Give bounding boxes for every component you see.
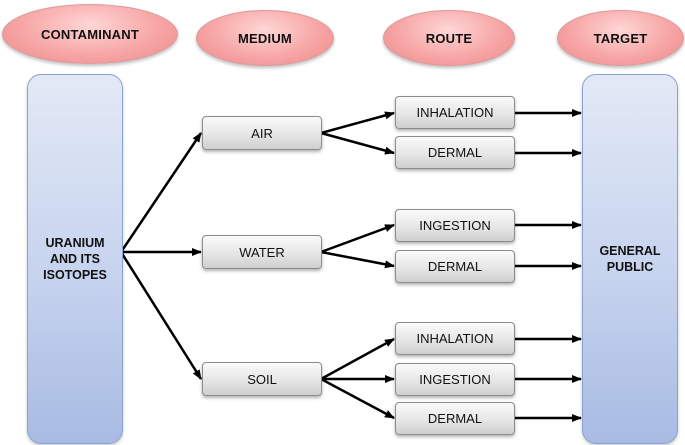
route-air-inhalation: INHALATION [395,96,515,129]
target-line-2: PUBLIC [606,260,654,274]
header-medium: MEDIUM [196,10,334,66]
target-label: GENERAL PUBLIC [599,243,660,275]
medium-soil: SOIL [202,362,322,396]
arrow-soil-to-dermal [320,377,395,420]
arrow-water-to-dermal [320,250,395,269]
route-soil-inhalation: INHALATION [395,322,515,355]
contaminant-column: URANIUM AND ITS ISOTOPES [27,74,123,444]
header-target: TARGET [557,10,684,66]
contaminant-label: URANIUM AND ITS ISOTOPES [43,235,107,283]
route-water-ingestion: INGESTION [395,209,515,242]
target-column: GENERAL PUBLIC [582,74,678,444]
header-route: ROUTE [383,10,515,66]
contaminant-line-2: AND ITS [50,252,100,266]
arrow-water-to-ingestion [320,223,395,254]
medium-air: AIR [202,116,322,150]
arrow-contaminant-to-air [119,132,203,253]
route-soil-dermal: DERMAL [395,402,515,435]
route-water-dermal: DERMAL [395,250,515,283]
route-soil-ingestion: INGESTION [395,363,515,396]
medium-water: WATER [202,235,322,269]
target-line-1: GENERAL [599,244,661,258]
arrow-soil-to-inhalation [320,337,395,381]
arrow-air-to-dermal [320,131,395,155]
contaminant-line-1: URANIUM [45,236,105,250]
route-air-dermal: DERMAL [395,136,515,169]
arrow-air-to-inhalation [320,111,395,135]
arrow-contaminant-to-soil [119,251,203,380]
header-contaminant: CONTAMINANT [2,4,178,64]
contaminant-line-3: ISOTOPES [43,268,107,282]
